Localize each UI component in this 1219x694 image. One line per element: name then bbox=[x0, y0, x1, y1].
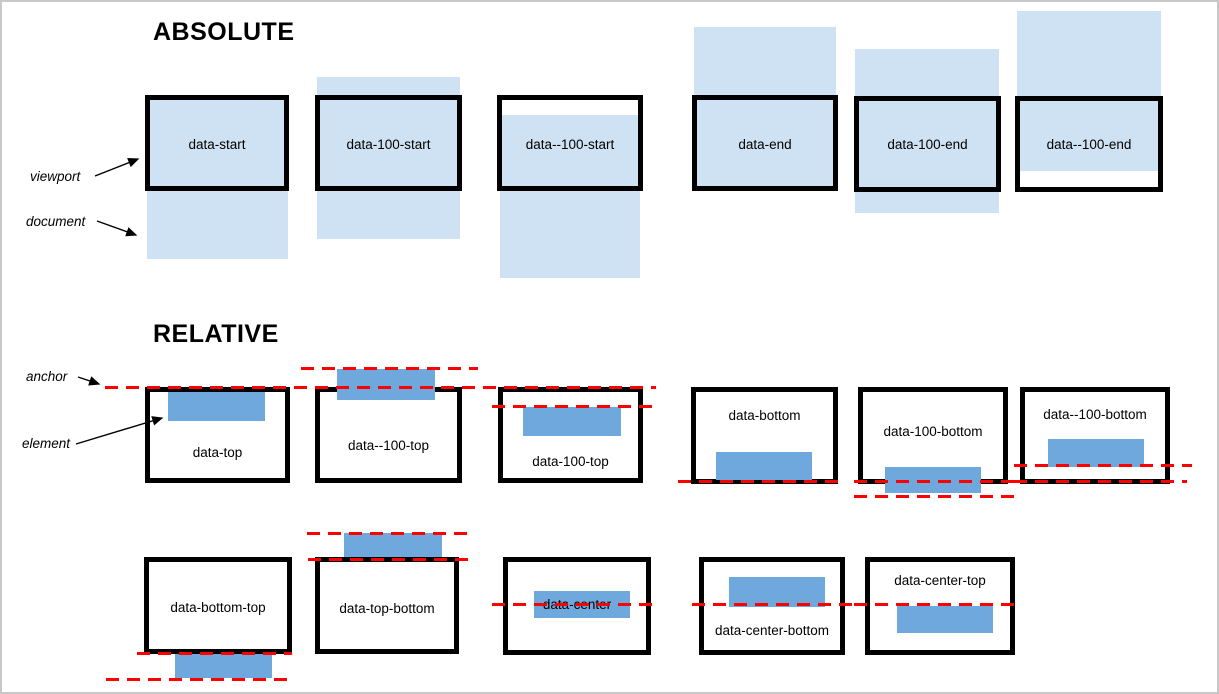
anchor-line-data-center-bottom bbox=[692, 603, 861, 606]
element-data--100-bottom bbox=[1048, 439, 1144, 467]
anchor-line-data-bottom-top-offset bbox=[106, 678, 295, 681]
box-label-data-100-top: data-100-top bbox=[532, 454, 609, 469]
box-label-data-center-bottom: data-center-bottom bbox=[714, 623, 830, 638]
anchor-line-data-100-bottom-offset bbox=[854, 495, 1018, 498]
element-data-top bbox=[168, 392, 265, 421]
anchor-line-data-100-top-offset bbox=[492, 405, 656, 408]
element-data-center-top bbox=[897, 606, 993, 633]
anchor-line-data--100-bottom bbox=[1014, 480, 1187, 483]
anchor-box-data--100-top bbox=[315, 387, 462, 483]
document-fill-data-end bbox=[694, 27, 836, 187]
anchor-line-data-100-bottom bbox=[854, 480, 1018, 483]
document-fill-data-100-end bbox=[855, 49, 999, 213]
anchor-line-data-center-top bbox=[854, 603, 1021, 606]
anchor-line-data-bottom-top bbox=[137, 652, 292, 655]
box-label-data--100-top: data--100-top bbox=[347, 438, 430, 453]
anchor-line-data--100-bottom-offset bbox=[1014, 464, 1192, 467]
element-data-100-top bbox=[523, 407, 621, 436]
viewport-box-data--100-end bbox=[1015, 96, 1163, 192]
box-label-data-center-top: data-center-top bbox=[894, 573, 986, 588]
viewport-box-data-100-start bbox=[315, 95, 462, 191]
absolute-section-title: ABSOLUTE bbox=[153, 18, 295, 46]
relative-section-title: RELATIVE bbox=[153, 320, 279, 348]
box-label-data-end: data-end bbox=[738, 137, 792, 152]
anchor-line-data-bottom bbox=[678, 480, 844, 483]
anchor-box-data--100-bottom bbox=[1020, 387, 1170, 484]
anchor-box-data-center-top bbox=[865, 557, 1015, 655]
anchor-box-data-100-top bbox=[498, 387, 643, 483]
anchor-line-data--100-top-offset bbox=[301, 367, 478, 370]
document-fill-data--100-start bbox=[500, 115, 640, 278]
box-label-data-start: data-start bbox=[188, 137, 246, 152]
box-label-data--100-end: data--100-end bbox=[1046, 137, 1132, 152]
element-data-bottom bbox=[716, 452, 812, 480]
anchor-line-data-center bbox=[492, 603, 660, 606]
box-label-data-100-start: data-100-start bbox=[346, 137, 431, 152]
viewport-box-data-end bbox=[692, 95, 838, 191]
anchor-line-data-top-bottom bbox=[308, 558, 472, 561]
document-fill-data-100-start bbox=[317, 77, 460, 239]
element-data-top-bottom bbox=[344, 533, 442, 557]
viewport-box-data-start bbox=[145, 95, 289, 191]
viewport-box-data--100-start bbox=[497, 95, 643, 191]
anchor-box-data-center-bottom bbox=[699, 557, 845, 655]
viewport-arrow bbox=[94, 158, 140, 177]
box-label-data-100-end: data-100-end bbox=[887, 137, 968, 152]
document-arrow bbox=[96, 220, 138, 237]
element-label: element bbox=[22, 436, 71, 451]
anchor-line-data-top-bottom-offset bbox=[307, 532, 469, 535]
viewport-label: viewport bbox=[30, 169, 81, 184]
viewport-box-data-100-end bbox=[854, 96, 1001, 192]
document-fill-data--100-end bbox=[1017, 11, 1161, 171]
box-label-data-bottom: data-bottom bbox=[728, 408, 801, 423]
box-label-data-100-bottom: data-100-bottom bbox=[883, 424, 983, 439]
document-fill-data-start bbox=[147, 99, 288, 259]
box-label-data-top-bottom: data-top-bottom bbox=[339, 601, 435, 616]
element-data-bottom-top bbox=[175, 654, 272, 678]
anchor-label: anchor bbox=[26, 369, 68, 384]
box-label-data-bottom-top: data-bottom-top bbox=[170, 600, 266, 615]
document-label: document bbox=[26, 214, 86, 229]
anchor-arrow bbox=[77, 376, 101, 386]
element-data--100-top bbox=[337, 369, 435, 400]
box-label-data--100-bottom: data--100-bottom bbox=[1043, 407, 1147, 422]
anchor-box-data-bottom-top bbox=[144, 557, 292, 654]
box-label-data-top: data-top bbox=[192, 445, 243, 460]
box-label-data--100-start: data--100-start bbox=[525, 137, 615, 152]
anchor-line-top-row bbox=[105, 386, 656, 389]
anchor-box-data-center bbox=[503, 557, 651, 655]
element-data-center-bottom bbox=[729, 577, 825, 607]
